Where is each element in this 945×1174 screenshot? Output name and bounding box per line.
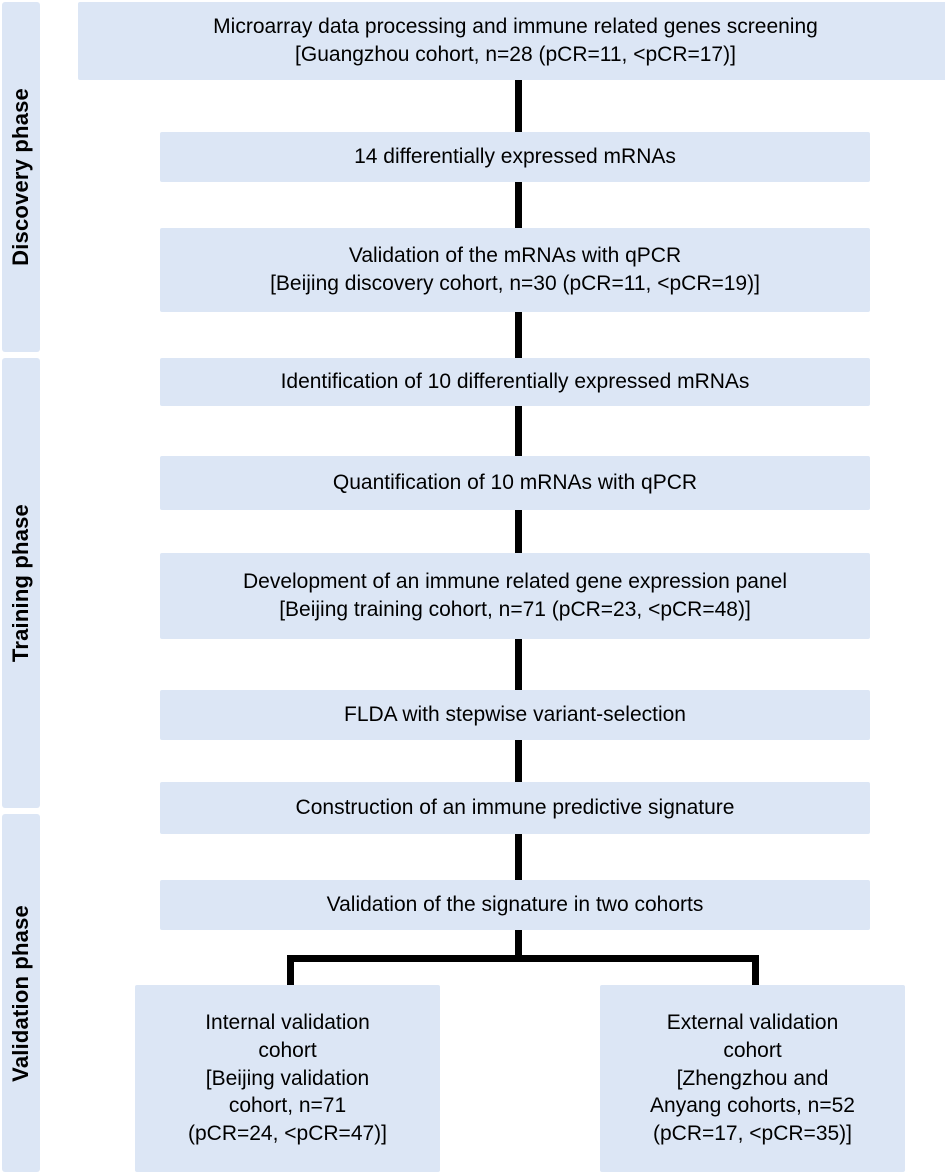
connector-9-split	[515, 928, 522, 961]
node-flda-stepwise-text: FLDA with stepwise variant-selection	[344, 703, 686, 727]
node-14-degs: 14 differentially expressed mRNAs	[160, 132, 870, 182]
phase-label-discovery-text: Discovery phase	[8, 88, 33, 266]
connector-2-3	[515, 180, 522, 228]
node-qpcr-validation: Validation of the mRNAs with qPCR [Beiji…	[160, 228, 870, 312]
connector-1-2	[515, 78, 522, 133]
phase-label-validation-text: Validation phase	[8, 904, 33, 1082]
connector-split-right	[752, 955, 759, 985]
connector-6-7	[515, 638, 522, 690]
phase-label-validation: Validation phase	[2, 814, 40, 1172]
node-gene-panel-development: Development of an immune related gene ex…	[160, 553, 870, 639]
node-external-validation-cohort: External validation cohort [Zhengzhou an…	[600, 985, 905, 1172]
node-microarray-processing: Microarray data processing and immune re…	[78, 2, 945, 80]
node-signature-validation: Validation of the signature in two cohor…	[160, 880, 870, 930]
node-signature-construction-text: Construction of an immune predictive sig…	[295, 796, 735, 820]
node-external-validation-cohort-text: External validation cohort [Zhengzhou an…	[650, 1011, 855, 1146]
connector-split-horizontal	[287, 955, 759, 962]
node-signature-validation-text: Validation of the signature in two cohor…	[326, 893, 704, 917]
node-qpcr-validation-text: Validation of the mRNAs with qPCR [Beiji…	[270, 244, 760, 295]
node-flda-stepwise: FLDA with stepwise variant-selection	[160, 690, 870, 740]
node-quantification-10-mrnas: Quantification of 10 mRNAs with qPCR	[160, 456, 870, 510]
phase-label-discovery: Discovery phase	[2, 2, 40, 352]
connector-4-5	[515, 404, 522, 456]
node-internal-validation-cohort-text: Internal validation cohort [Beijing vali…	[187, 1011, 388, 1146]
node-signature-construction: Construction of an immune predictive sig…	[160, 782, 870, 834]
node-gene-panel-development-text: Development of an immune related gene ex…	[242, 570, 787, 621]
node-internal-validation-cohort: Internal validation cohort [Beijing vali…	[135, 985, 440, 1172]
phase-label-training-text: Training phase	[8, 503, 33, 663]
node-microarray-processing-text: Microarray data processing and immune re…	[213, 15, 818, 66]
node-identification-10-mrnas: Identification of 10 differentially expr…	[160, 358, 870, 406]
connector-7-8	[515, 738, 522, 782]
connector-8-9	[515, 832, 522, 880]
connector-split-left	[287, 955, 294, 985]
node-14-degs-text: 14 differentially expressed mRNAs	[354, 145, 676, 169]
connector-3-4	[515, 310, 522, 360]
node-identification-10-mrnas-text: Identification of 10 differentially expr…	[280, 370, 750, 394]
node-quantification-10-mrnas-text: Quantification of 10 mRNAs with qPCR	[332, 471, 698, 495]
connector-5-6	[515, 508, 522, 553]
phase-label-training: Training phase	[2, 358, 40, 808]
